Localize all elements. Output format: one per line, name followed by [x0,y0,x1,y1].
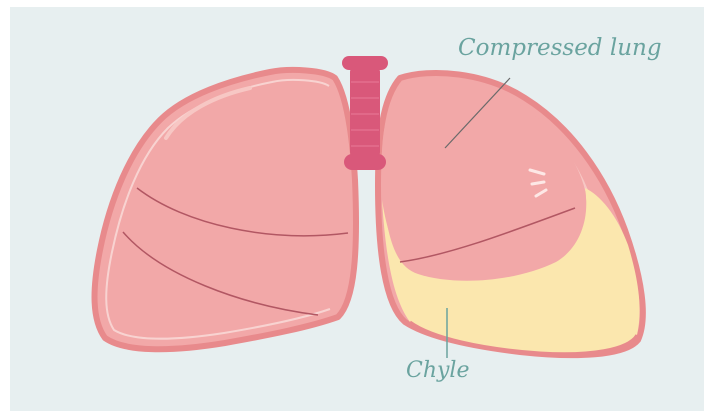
chyle-label: Chyle [406,358,470,383]
left-lung-body [95,70,357,349]
trachea-tube [350,66,380,158]
right-lung [378,73,643,355]
trachea-bottom-ring [344,154,386,170]
left-lung [95,70,357,349]
compressed-lung-label: Compressed lung [458,35,662,61]
compressed-lung-tissue [382,87,587,281]
